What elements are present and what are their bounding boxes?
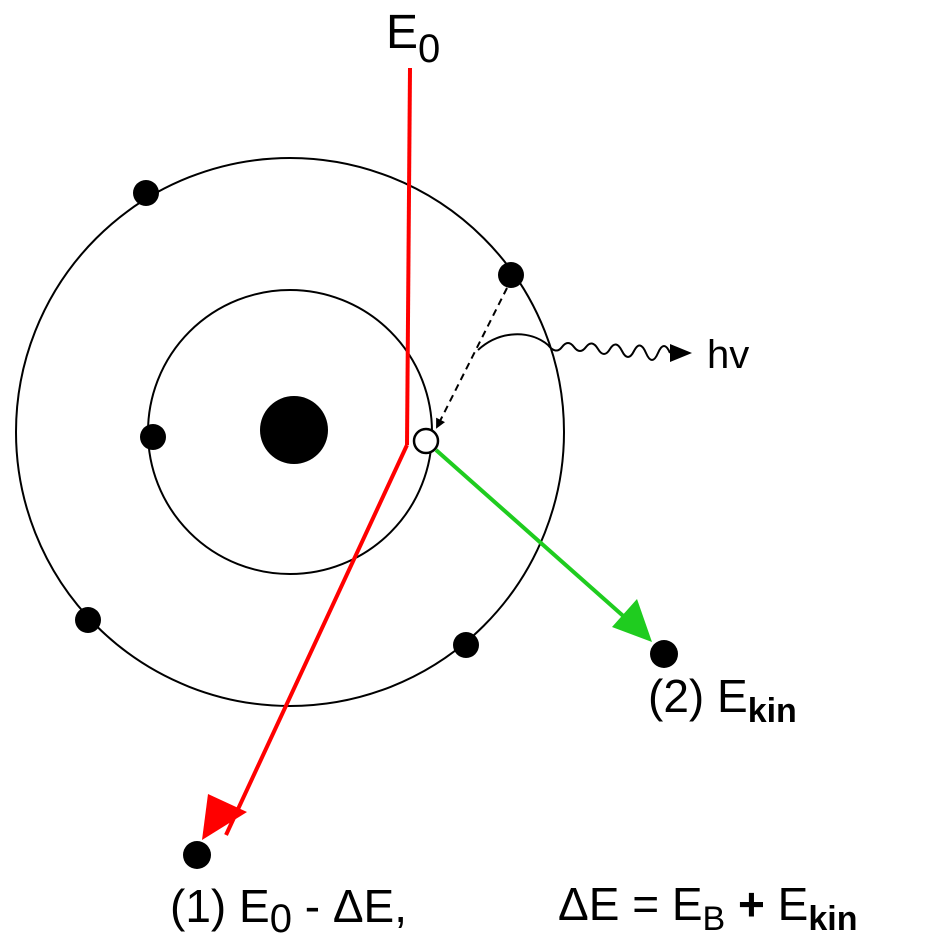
photon-wave xyxy=(477,333,671,361)
photon-arrowhead xyxy=(670,344,692,362)
ejected-electron xyxy=(650,640,678,668)
outer-orbit xyxy=(15,157,565,707)
ejected-path xyxy=(434,448,632,624)
nucleus xyxy=(260,396,328,464)
energy-equation: ΔE = EB + Ekin xyxy=(558,878,857,938)
scattered-path xyxy=(224,444,409,836)
scattered-electron xyxy=(183,841,211,869)
ejected-energy-label: (2) Ekin xyxy=(648,670,797,730)
electron-inner-left xyxy=(140,424,166,450)
electron-outer-top-right xyxy=(498,262,524,288)
electron-outer-bottom-left xyxy=(75,607,101,633)
transition-arrow xyxy=(436,287,508,429)
ejected-arrowhead xyxy=(612,599,652,642)
vacancy-hole xyxy=(412,427,440,455)
scattered-arrowhead xyxy=(202,794,247,840)
incident-energy-label: E0 xyxy=(386,6,440,71)
photon-label: hv xyxy=(707,333,749,377)
electron-outer-top-left xyxy=(133,180,159,206)
scattered-energy-label: (1) E0 - ΔE, xyxy=(170,880,407,939)
electron-outer-bottom-right xyxy=(453,632,479,658)
incident-path xyxy=(405,67,412,446)
